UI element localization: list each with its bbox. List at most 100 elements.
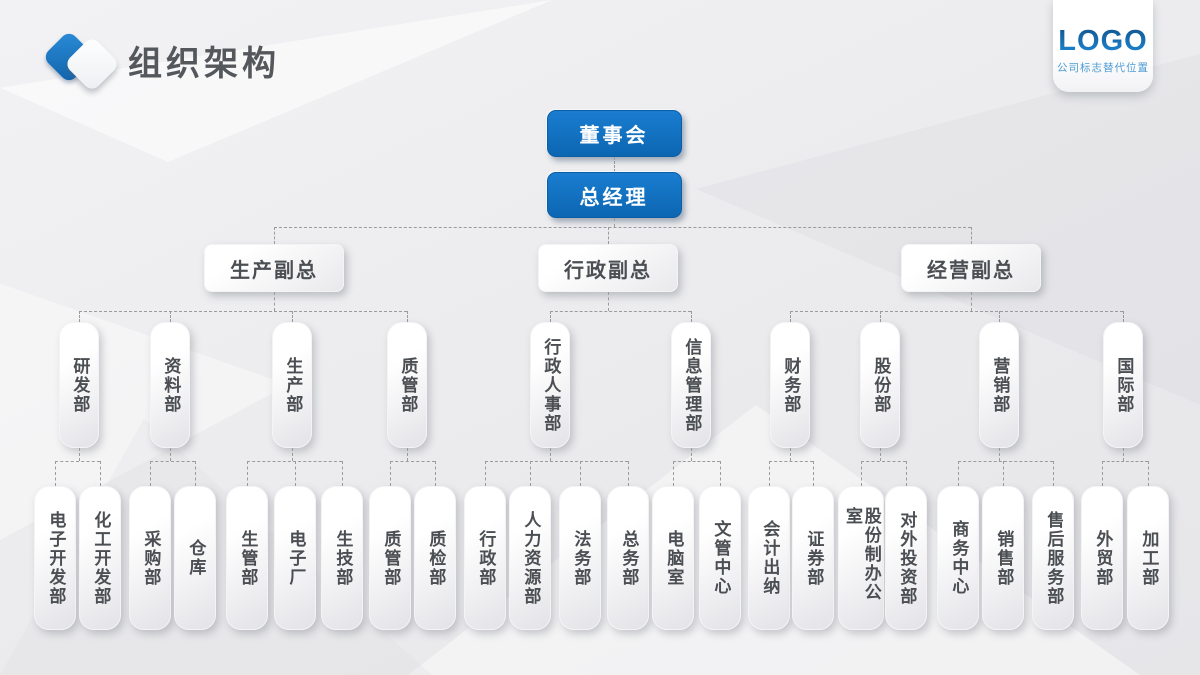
node-general-manager[interactable]: 总经理 — [546, 172, 682, 218]
connector-line — [274, 227, 971, 228]
department-node[interactable]: 质管部 — [387, 322, 427, 448]
sub-department-node[interactable]: 生管部 — [226, 486, 268, 630]
connector-line — [790, 311, 1123, 312]
connector-line — [247, 461, 248, 486]
connector-line — [550, 311, 691, 312]
sub-department-node[interactable]: 销售部 — [982, 486, 1024, 630]
logo-subtitle: 公司标志替代位置 — [1057, 62, 1149, 74]
connector-line — [1053, 461, 1054, 486]
node-label: 财务部 — [781, 356, 801, 414]
connector-line — [999, 311, 1000, 322]
node-label: 行政人事部 — [541, 337, 561, 433]
connector-line — [790, 448, 791, 461]
node-label: 总经理 — [579, 186, 649, 209]
department-node[interactable]: 股份部 — [860, 322, 900, 448]
connector-line — [1123, 448, 1124, 461]
connector-line — [550, 311, 551, 322]
sub-department-node[interactable]: 加工部 — [1127, 486, 1169, 630]
sub-department-node[interactable]: 股份制办公室 — [838, 486, 884, 630]
node-label: 质管部 — [381, 529, 401, 587]
page-title: 组织架构 — [128, 45, 280, 83]
sub-department-node[interactable]: 文管中心 — [699, 486, 741, 630]
sub-department-node[interactable]: 化工开发部 — [79, 486, 121, 630]
node-label: 销售部 — [994, 529, 1014, 587]
node-label: 对外投资部 — [897, 510, 917, 606]
department-node[interactable]: 营销部 — [979, 322, 1019, 448]
vp-node[interactable]: 经营副总 — [901, 244, 1041, 292]
vp-node[interactable]: 生产副总 — [204, 244, 344, 292]
node-label: 化工开发部 — [91, 510, 111, 606]
sub-department-node[interactable]: 售后服务部 — [1032, 486, 1074, 630]
connector-line — [1123, 311, 1124, 322]
node-label: 生产部 — [283, 356, 303, 414]
connector-line — [720, 461, 721, 486]
connector-line — [614, 218, 615, 227]
connector-line — [550, 448, 551, 461]
node-label: 董事会 — [579, 125, 649, 147]
department-node[interactable]: 研发部 — [59, 322, 99, 448]
sub-department-node[interactable]: 证券部 — [792, 486, 834, 630]
node-label: 人力资源部 — [521, 510, 541, 606]
node-label: 质管部 — [398, 356, 418, 414]
connector-line — [100, 461, 101, 486]
logo-placeholder-card: LOGO 公司标志替代位置 — [1053, 0, 1153, 92]
connector-line — [1148, 461, 1149, 486]
sub-department-node[interactable]: 生技部 — [321, 486, 363, 630]
connector-line — [55, 461, 56, 486]
department-node[interactable]: 财务部 — [770, 322, 810, 448]
node-label: 电脑室 — [664, 529, 684, 587]
department-node[interactable]: 行政人事部 — [530, 322, 570, 448]
sub-department-node[interactable]: 质管部 — [369, 486, 411, 630]
connector-line — [769, 461, 813, 462]
connector-line — [880, 311, 881, 322]
vp-node[interactable]: 行政副总 — [538, 244, 678, 292]
sub-department-node[interactable]: 会计出纳 — [748, 486, 790, 630]
connector-line — [614, 157, 615, 172]
sub-department-node[interactable]: 总务部 — [607, 486, 649, 630]
department-node[interactable]: 生产部 — [272, 322, 312, 448]
node-label: 营销部 — [990, 356, 1010, 414]
sub-department-node[interactable]: 外贸部 — [1081, 486, 1123, 630]
department-node[interactable]: 信息管理部 — [671, 322, 711, 448]
node-label: 资料部 — [161, 356, 181, 414]
connector-line — [170, 448, 171, 461]
sub-department-node[interactable]: 采购部 — [129, 486, 171, 630]
node-label: 研发部 — [70, 356, 90, 414]
connector-line — [769, 461, 770, 486]
department-node[interactable]: 资料部 — [150, 322, 190, 448]
connector-line — [580, 461, 581, 486]
sub-department-node[interactable]: 电脑室 — [652, 486, 694, 630]
sub-department-node[interactable]: 质检部 — [414, 486, 456, 630]
sub-department-node[interactable]: 仓库 — [174, 486, 216, 630]
node-label: 文管中心 — [711, 520, 731, 596]
node-label: 售后服务部 — [1044, 510, 1064, 606]
connector-line — [292, 311, 293, 322]
sub-department-node[interactable]: 电子开发部 — [34, 486, 76, 630]
connector-line — [79, 311, 407, 312]
department-node[interactable]: 国际部 — [1103, 322, 1143, 448]
connector-line — [1102, 461, 1103, 486]
connector-line — [971, 227, 972, 244]
connector-line — [435, 461, 436, 486]
sub-department-node[interactable]: 人力资源部 — [509, 486, 551, 630]
connector-line — [861, 461, 862, 486]
node-label: 国际部 — [1114, 356, 1134, 414]
connector-line — [1003, 461, 1004, 486]
connector-line — [390, 461, 391, 486]
connector-line — [79, 311, 80, 322]
sub-department-node[interactable]: 对外投资部 — [885, 486, 927, 630]
node-label: 行政副总 — [564, 259, 652, 282]
sub-department-node[interactable]: 电子厂 — [274, 486, 316, 630]
connector-line — [999, 448, 1000, 461]
connector-line — [530, 461, 531, 486]
node-label: 法务部 — [571, 529, 591, 587]
connector-line — [906, 461, 907, 486]
connector-line — [691, 448, 692, 461]
node-label: 采购部 — [141, 529, 161, 587]
connector-line — [790, 311, 791, 322]
sub-department-node[interactable]: 法务部 — [559, 486, 601, 630]
sub-department-node[interactable]: 商务中心 — [937, 486, 979, 630]
sub-department-node[interactable]: 行政部 — [464, 486, 506, 630]
node-board[interactable]: 董事会 — [546, 110, 682, 157]
